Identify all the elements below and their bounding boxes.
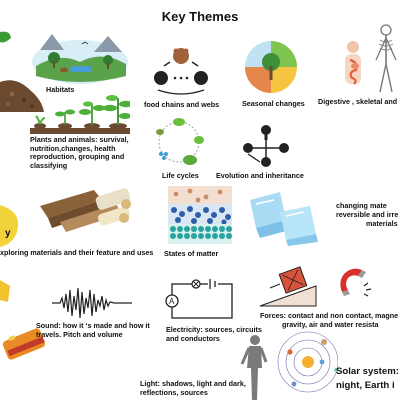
changing-materials-label-1: changing mate [336,201,387,210]
digestive-system-icon [336,40,370,92]
light-label: Light: shadows, light and dark, reflecti… [140,379,246,397]
electricity-label: Electricity: sources, circuits and condu… [166,325,262,343]
skeleton-icon [374,24,400,94]
page-title: Key Themes [161,9,239,24]
solar-system-image [276,330,338,394]
solar-system-label-1: Solar system: [336,366,399,377]
plant-growth-icon [30,94,130,134]
exploring-materials-label: xploring materials and their feature and… [0,248,154,257]
yellow-shape-image [0,280,12,302]
svg-text:A: A [169,297,175,306]
ice-cubes-image [246,190,318,246]
states-of-matter-image [168,186,232,244]
leaf-edge-icon [0,28,12,46]
life-cycle-icon [150,114,208,170]
changing-materials-label-2: reversible and irre [336,210,399,219]
plants-animals-label: Plants and animals: survival, nutrition,… [30,135,129,170]
food-chain-icon [152,44,210,96]
food-chains-label: food chains and webs [144,100,220,109]
shadow-person-image [238,334,268,400]
sound-wave-icon [52,286,132,320]
wood-planks-image [36,184,134,240]
magnet-icon [334,262,376,304]
seasonal-changes-icon [244,40,298,94]
evolution-label: Evolution and inheritance [216,171,304,180]
seasonal-changes-label: Seasonal changes [242,99,305,108]
states-of-matter-label: States of matter [164,249,219,258]
yellow-disc-image [0,205,20,247]
life-cycles-label: Life cycles [162,171,199,180]
changing-materials-label-3: materials [366,219,398,228]
habitats-illustration [30,30,130,86]
digestive-label: Digestive , skeletal and [318,97,398,106]
forces-label-2: gravity, air and water resista [282,320,379,329]
edge-letter: y [5,228,11,239]
pencil-case-image [0,324,48,366]
forces-label-1: Forces: contact and non contact, magne [260,311,399,320]
evolution-icon [240,124,290,168]
electric-circuit-icon: A [160,278,240,326]
soil-pile-image [0,76,44,112]
habitats-label: Habitats [46,85,75,94]
solar-system-label-2: night, Earth i [336,380,395,391]
forces-ramp-icon [258,266,318,308]
sound-label: Sound: how it ‘s made and how it travels… [36,321,150,339]
